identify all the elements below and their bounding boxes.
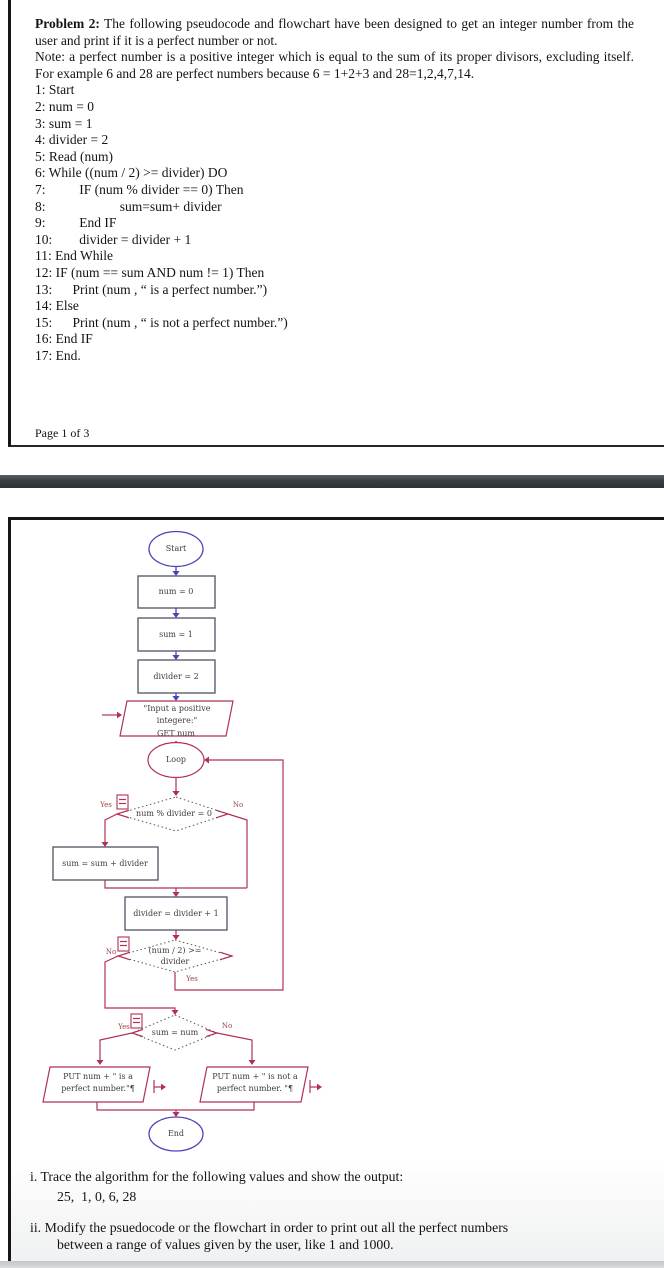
loop-back-edge xyxy=(174,756,284,991)
start-oval xyxy=(148,530,204,576)
merge-to-end-edge xyxy=(96,1102,255,1117)
pseudocode-line: 3: sum = 1 xyxy=(35,115,93,131)
pseudocode-line: 7: IF (num % divider == 0) Then xyxy=(35,181,244,197)
assign-divider-box xyxy=(137,659,216,701)
decision1-no-label: No xyxy=(232,801,244,809)
problem-note: Note: a perfect number is a positive int… xyxy=(35,49,634,81)
problem-text-block: Problem 2: The following pseudocode and … xyxy=(11,0,664,364)
assign-divider-inc-label: divider = divider + 1 xyxy=(133,909,219,918)
pseudocode-line: 17: End. xyxy=(35,347,81,363)
assign-sum-box xyxy=(137,617,216,660)
question-1-values: 25, 1, 0, 6, 28 xyxy=(57,1189,137,1204)
assign-num-box xyxy=(137,575,216,618)
pseudocode-line: 4: divider = 2 xyxy=(35,132,109,148)
end-label: End xyxy=(167,1129,185,1138)
assign-sum-label: sum = 1 xyxy=(159,630,193,639)
loop-label: Loop xyxy=(165,755,187,764)
pseudocode-line: 2: num = 0 xyxy=(35,98,94,114)
decision3-yes-edge xyxy=(96,1032,133,1065)
pseudocode-line: 12: IF (num == sum AND num != 1) Then xyxy=(35,264,265,280)
pseudocode-line: 10: divider = divider + 1 xyxy=(35,231,192,247)
document-page-1: Problem 2: The following pseudocode and … xyxy=(8,0,664,447)
input-get-num-label: GET num xyxy=(157,729,195,738)
decision2-yes-label: Yes xyxy=(186,975,198,983)
problem-statement: Problem 2: The following pseudocode and … xyxy=(35,16,634,49)
output-not-perfect-parallelogram xyxy=(199,1066,322,1103)
pseudocode-block: 1: Start 2: num = 0 3: sum = 1 4: divide… xyxy=(35,82,634,364)
assign-sum-add-label: sum = sum + divider xyxy=(62,859,148,868)
pseudocode-line: 14: Else xyxy=(35,298,79,314)
pseudocode-line: 11: End While xyxy=(35,248,113,264)
assign-divider-label: divider = 2 xyxy=(153,672,199,681)
input-prompt-line1: "Input a positive xyxy=(143,704,211,713)
bottom-strip xyxy=(0,1261,664,1268)
pseudocode-line: 1: Start xyxy=(35,82,75,98)
assign-num-label: num = 0 xyxy=(158,587,194,596)
output-not-perfect-line1: PUT num + " is not a xyxy=(212,1072,298,1081)
question-2-line1: ii. Modify the psuedocode or the flowcha… xyxy=(30,1220,509,1235)
end-oval xyxy=(148,1116,204,1152)
output-perfect-parallelogram xyxy=(42,1066,166,1103)
decision-mod-label: num % divider = 0 xyxy=(136,809,212,818)
loop-condition-diamond xyxy=(116,936,234,973)
pseudocode-line: 13: Print (num , “ is a perfect number.”… xyxy=(35,281,268,297)
pseudocode-line: 6: While ((num / 2) >= divider) DO xyxy=(35,165,228,181)
loop-oval xyxy=(147,741,205,796)
problem-description: The following pseudocode and flowchart h… xyxy=(35,16,634,48)
pseudocode-line: 16: End IF xyxy=(35,331,93,347)
input-prompt-line2: integere:" xyxy=(156,716,198,725)
output-perfect-line1: PUT num + " is a xyxy=(63,1072,133,1081)
decision1-no-edge xyxy=(104,813,248,897)
pseudocode-line: 5: Read (num) xyxy=(35,148,113,164)
questions-block: i. Trace the algorithm for the following… xyxy=(30,1168,640,1253)
assign-divider-inc-box xyxy=(124,896,228,940)
decision3-no-label: No xyxy=(221,1022,233,1030)
perfect-check-label: sum = num xyxy=(151,1028,199,1037)
question-2-line2: between a range of values given by the u… xyxy=(57,1237,394,1252)
page-number-label: Page 1 of 3 xyxy=(35,426,90,440)
problem-title: Problem 2: xyxy=(35,16,100,31)
question-1: i. Trace the algorithm for the following… xyxy=(30,1169,404,1184)
decision3-yes-label: Yes xyxy=(118,1023,130,1031)
output-perfect-line2: perfect number."¶ xyxy=(61,1084,135,1093)
start-label: Start xyxy=(165,544,187,553)
loop-condition-line2: divider xyxy=(160,957,190,966)
decision1-yes-edge xyxy=(101,813,118,847)
decision1-yes-label: Yes xyxy=(100,801,112,809)
pseudocode-line: 15: Print (num , “ is not a perfect numb… xyxy=(35,314,288,330)
document-page-2 xyxy=(8,517,664,1261)
decision2-no-label: No xyxy=(105,948,117,956)
decision3-no-edge xyxy=(216,1032,256,1065)
loop-exit-edge xyxy=(104,955,179,1015)
pseudocode-line: 9: End IF xyxy=(35,215,117,231)
loop-condition-line1: (num / 2) >= xyxy=(148,946,202,955)
pseudocode-line: 8: sum=sum+ divider xyxy=(35,198,222,214)
page-separator-bar xyxy=(0,475,664,488)
output-not-perfect-line2: perfect number. "¶ xyxy=(216,1084,294,1093)
